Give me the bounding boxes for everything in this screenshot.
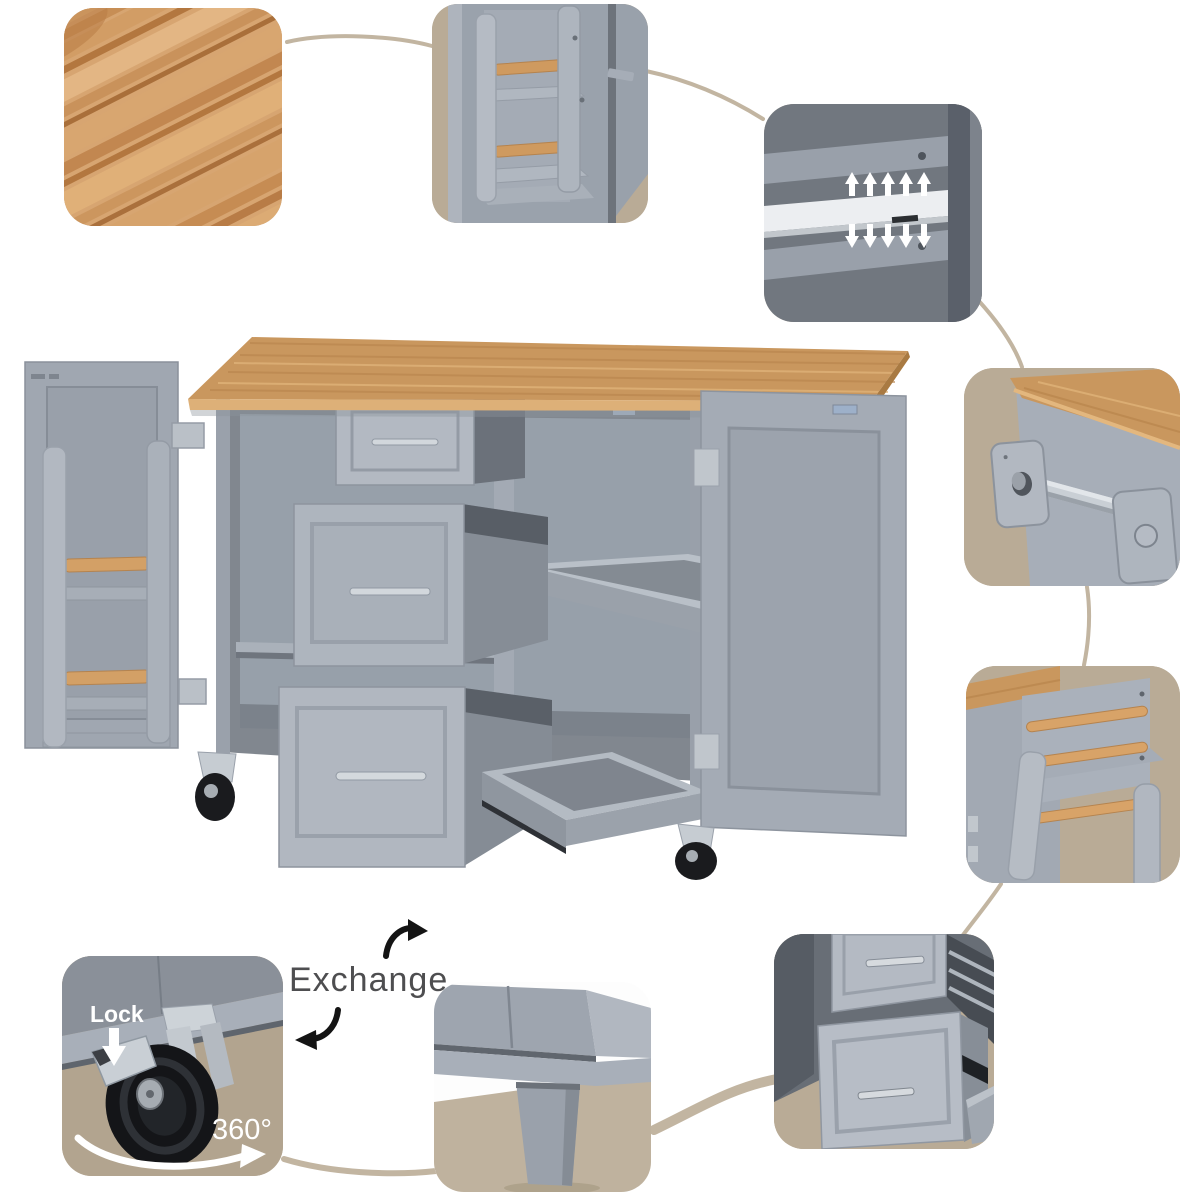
shelf-down-arrows-icon bbox=[845, 224, 931, 248]
exchange-swap-arrows-icon bbox=[295, 919, 428, 1050]
drawer-middle bbox=[293, 503, 548, 667]
callout-locking-caster: Lock 360° bbox=[62, 956, 283, 1176]
connector-line-group bbox=[281, 34, 1092, 1177]
leg-detail-art bbox=[434, 982, 651, 1192]
swivel-arc-arrowhead bbox=[240, 1144, 266, 1168]
caster-assembly bbox=[90, 1003, 234, 1168]
caster-right bbox=[675, 823, 717, 880]
connector-line-6 bbox=[649, 1074, 782, 1135]
caster-left bbox=[195, 751, 237, 821]
left-door bbox=[24, 361, 207, 749]
connector-line-3 bbox=[976, 298, 1024, 369]
door-spice-rack-art bbox=[432, 4, 648, 223]
adjustable-shelf-art bbox=[764, 104, 982, 322]
callout-leg-detail bbox=[434, 982, 651, 1192]
callout-countertop-texture bbox=[64, 8, 282, 226]
connector-line-5 bbox=[961, 882, 1003, 937]
connector-line-2 bbox=[644, 69, 765, 121]
side-spice-rack-art bbox=[966, 666, 1180, 883]
drawer-slides-art bbox=[774, 934, 994, 1149]
connector-line-1 bbox=[285, 34, 434, 48]
pullout-tray-lower bbox=[482, 752, 708, 854]
lock-label: Lock bbox=[90, 1001, 144, 1027]
right-door bbox=[693, 390, 907, 837]
callout-towel-rack bbox=[964, 368, 1180, 586]
callout-side-spice-rack bbox=[966, 666, 1180, 883]
countertop bbox=[188, 337, 910, 418]
swivel-arc-icon bbox=[74, 1134, 254, 1170]
exchange-label: Exchange bbox=[289, 961, 449, 999]
lock-pointer-icon bbox=[102, 1028, 126, 1066]
door-storage-rack bbox=[42, 440, 171, 748]
hinge-bottom bbox=[178, 678, 207, 705]
callout-adjustable-shelf bbox=[764, 104, 982, 322]
connector-line-7 bbox=[281, 1156, 439, 1177]
shelf-up-arrows-icon bbox=[845, 172, 931, 196]
wood-grain-art bbox=[64, 8, 282, 226]
callout-drawer-slides bbox=[774, 934, 994, 1149]
locking-caster-art: Lock 360° bbox=[62, 956, 283, 1176]
towel-bar-left-plate bbox=[990, 439, 1050, 529]
towel-rack-art bbox=[964, 368, 1180, 586]
callout-door-spice-rack bbox=[432, 4, 648, 223]
towel-bar-right-plate bbox=[1111, 487, 1179, 585]
connector-line-4 bbox=[1082, 585, 1092, 667]
rotation-label: 360° bbox=[212, 1114, 272, 1146]
drawer-top bbox=[335, 394, 525, 486]
hinge-top bbox=[171, 422, 205, 449]
